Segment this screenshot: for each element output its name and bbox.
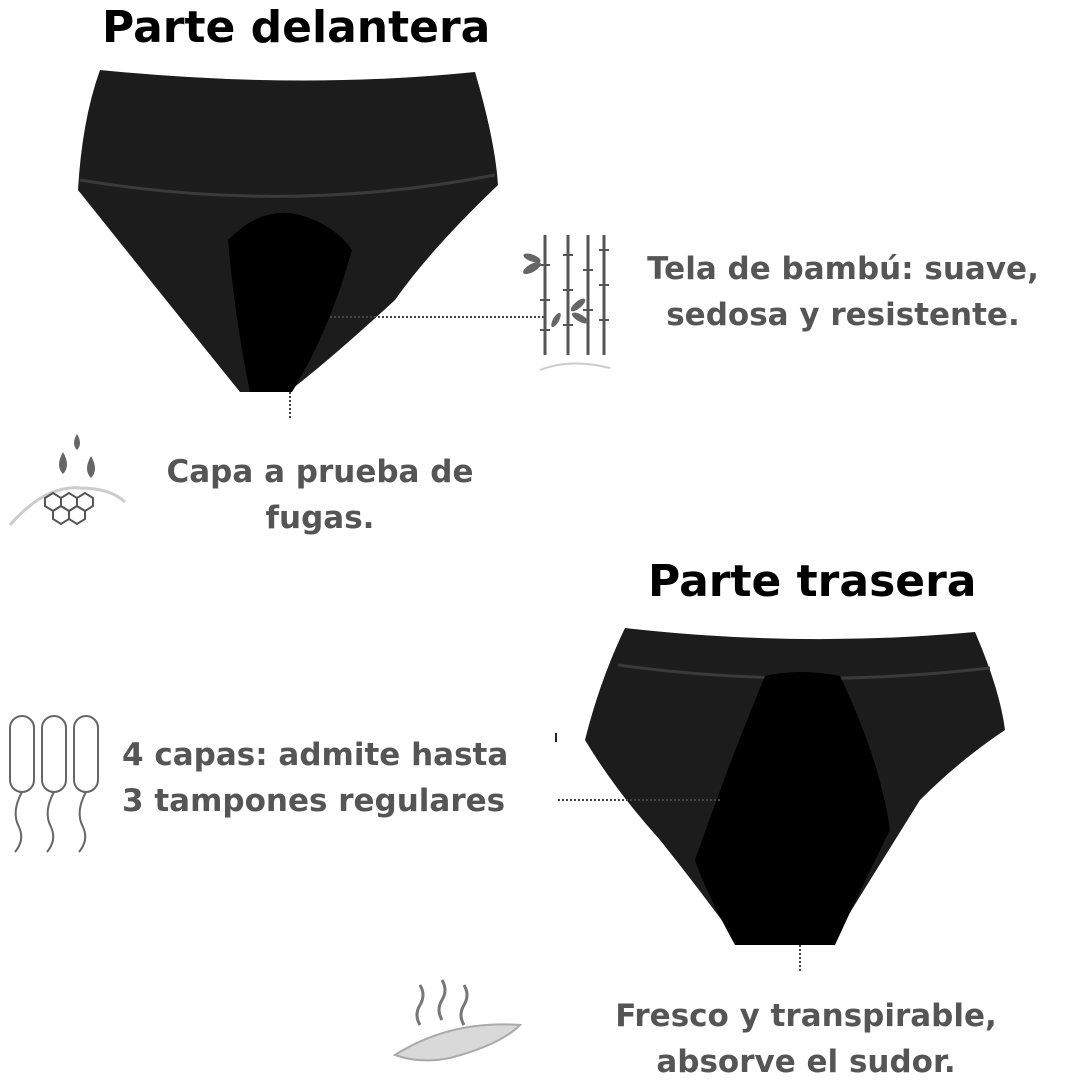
- breathable-icon: [392, 979, 523, 1062]
- tampon-caption: 4 capas: admite hasta 3 tampones regular…: [122, 732, 522, 824]
- back-title: Parte trasera: [648, 556, 977, 607]
- bamboo-caption-line-2: sedosa y resistente.: [666, 297, 1020, 333]
- breathable-caption-line-2: absorve el sudor.: [656, 1044, 956, 1080]
- bamboo-caption: Tela de bambú: suave, sedosa y resistent…: [628, 246, 1058, 338]
- tampons-icon: [9, 715, 99, 853]
- breathable-caption: Fresco y transpirable, absorve el sudor.: [600, 993, 1012, 1085]
- tampon-caption-line-2: 3 tampones regulares: [122, 783, 506, 819]
- leak-caption-line-2: fugas.: [265, 500, 375, 536]
- leak-caption-line-1: Capa a prueba de: [166, 454, 474, 490]
- bamboo-caption-line-1: Tela de bambú: suave,: [647, 251, 1039, 287]
- leak-caption: Capa a prueba de fugas.: [150, 449, 490, 541]
- water-drops-icon: [8, 434, 127, 526]
- bamboo-icon: [523, 235, 611, 371]
- breathable-caption-line-1: Fresco y transpirable,: [615, 998, 997, 1034]
- front-title: Parte delantera: [102, 2, 491, 53]
- tampon-caption-line-1: 4 capas: admite hasta: [122, 737, 509, 773]
